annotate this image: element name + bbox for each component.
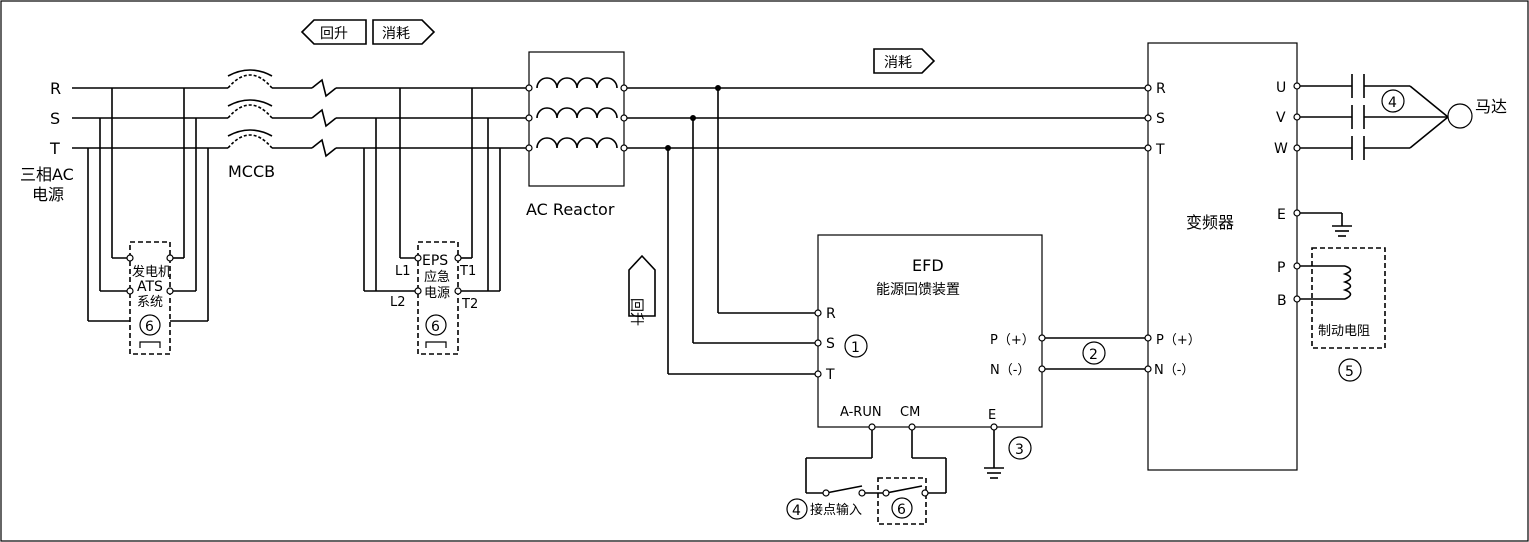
consume-label-right: 消耗	[884, 55, 912, 71]
brake-resistor	[1297, 265, 1352, 300]
eps-l1: L1	[395, 264, 411, 279]
num-1: 1	[851, 340, 860, 356]
num-6-contact: 6	[897, 502, 906, 518]
three-phase-lines	[72, 78, 1146, 158]
inv-e: E	[1277, 207, 1286, 223]
efd-p: P（+）	[990, 333, 1035, 348]
consume-arrow-top	[372, 19, 436, 45]
eps-label-3: 电源	[424, 286, 450, 301]
eps-label-2: 应急	[424, 269, 450, 285]
num-5: 5	[1345, 364, 1354, 380]
source-label-line1: 三相AC	[20, 165, 74, 184]
ats-label-2: ATS	[137, 279, 163, 295]
mccb-symbol	[227, 69, 273, 149]
brake-box	[1311, 247, 1386, 349]
phase-r-label: R	[50, 79, 61, 98]
eps-t2: T2	[461, 297, 478, 312]
eps-l2: L2	[390, 295, 406, 310]
mccb-label: MCCB	[228, 162, 275, 181]
efd-t: T	[825, 367, 835, 383]
eps-t1: T1	[459, 264, 476, 279]
consume-label-top: 消耗	[382, 26, 410, 42]
num-badge-2	[1082, 341, 1106, 365]
contact-box	[877, 477, 927, 525]
efd-cm: CM	[900, 405, 920, 420]
num-badge-5	[1338, 358, 1362, 382]
inv-r: R	[1156, 81, 1166, 97]
inv-b: B	[1277, 293, 1287, 309]
regen-label-up: 回升	[628, 298, 644, 326]
num-3: 3	[1015, 442, 1024, 458]
motor-wiring	[1297, 74, 1449, 160]
phase-s-label: S	[50, 109, 60, 128]
inv-w: W	[1274, 141, 1288, 157]
inv-v: V	[1276, 110, 1286, 126]
reactor-box	[528, 51, 625, 187]
num-2: 2	[1089, 347, 1098, 363]
regen-label-top: 回升	[320, 26, 348, 42]
inv-pplus: P（+）	[1156, 333, 1201, 348]
reactor-coils	[536, 77, 618, 149]
eps-label-1: EPS	[422, 253, 448, 269]
phase-t-label: T	[49, 139, 60, 158]
motor-symbol	[1447, 103, 1473, 129]
ats-num-badge	[139, 314, 161, 336]
eps-box	[417, 241, 459, 355]
efd-subtitle: 能源回馈装置	[876, 282, 960, 298]
inv-nminus: N（-）	[1154, 363, 1194, 378]
brake-label: 制动电阻	[1318, 324, 1370, 339]
efd-r: R	[826, 306, 836, 322]
regen-arrow-up	[628, 254, 656, 317]
num-4-contact: 4	[792, 503, 801, 519]
consume-arrow-right	[873, 48, 936, 74]
ats-label-1: 发电机	[132, 264, 171, 280]
num-4-motor: 4	[1388, 95, 1397, 111]
regen-arrow-top	[300, 19, 367, 45]
ats-box	[129, 241, 171, 355]
terminals	[126, 82, 1301, 497]
num-badge-3	[1008, 436, 1032, 460]
efd-s: S	[826, 336, 835, 352]
contact-input-wiring	[805, 427, 947, 494]
inverter-box	[1147, 42, 1298, 471]
eps-num-badge	[425, 314, 447, 336]
motor-label: 马达	[1475, 97, 1507, 116]
reactor-label: AC Reactor	[526, 200, 615, 219]
source-label-line2: 电源	[32, 185, 64, 204]
efd-arun: A-RUN	[840, 405, 882, 420]
eps-num: 6	[431, 319, 440, 335]
contact-label: 接点输入	[810, 502, 862, 518]
efd-feed-lines	[667, 88, 818, 375]
ats-label-3: 系统	[137, 295, 163, 310]
inv-u: U	[1276, 80, 1286, 96]
ats-num: 6	[145, 319, 154, 335]
ats-wiring	[87, 88, 209, 322]
inv-p: P	[1277, 260, 1285, 276]
efd-n: N（-）	[990, 363, 1030, 378]
inv-s: S	[1156, 111, 1165, 127]
efd-e: E	[988, 408, 996, 423]
num-badge-1	[844, 334, 868, 358]
num-badge-4-motor	[1381, 89, 1405, 113]
inv-t: T	[1155, 142, 1165, 158]
inverter-title: 变频器	[1186, 213, 1234, 232]
efd-title: EFD	[912, 256, 944, 275]
efd-box	[817, 234, 1043, 428]
